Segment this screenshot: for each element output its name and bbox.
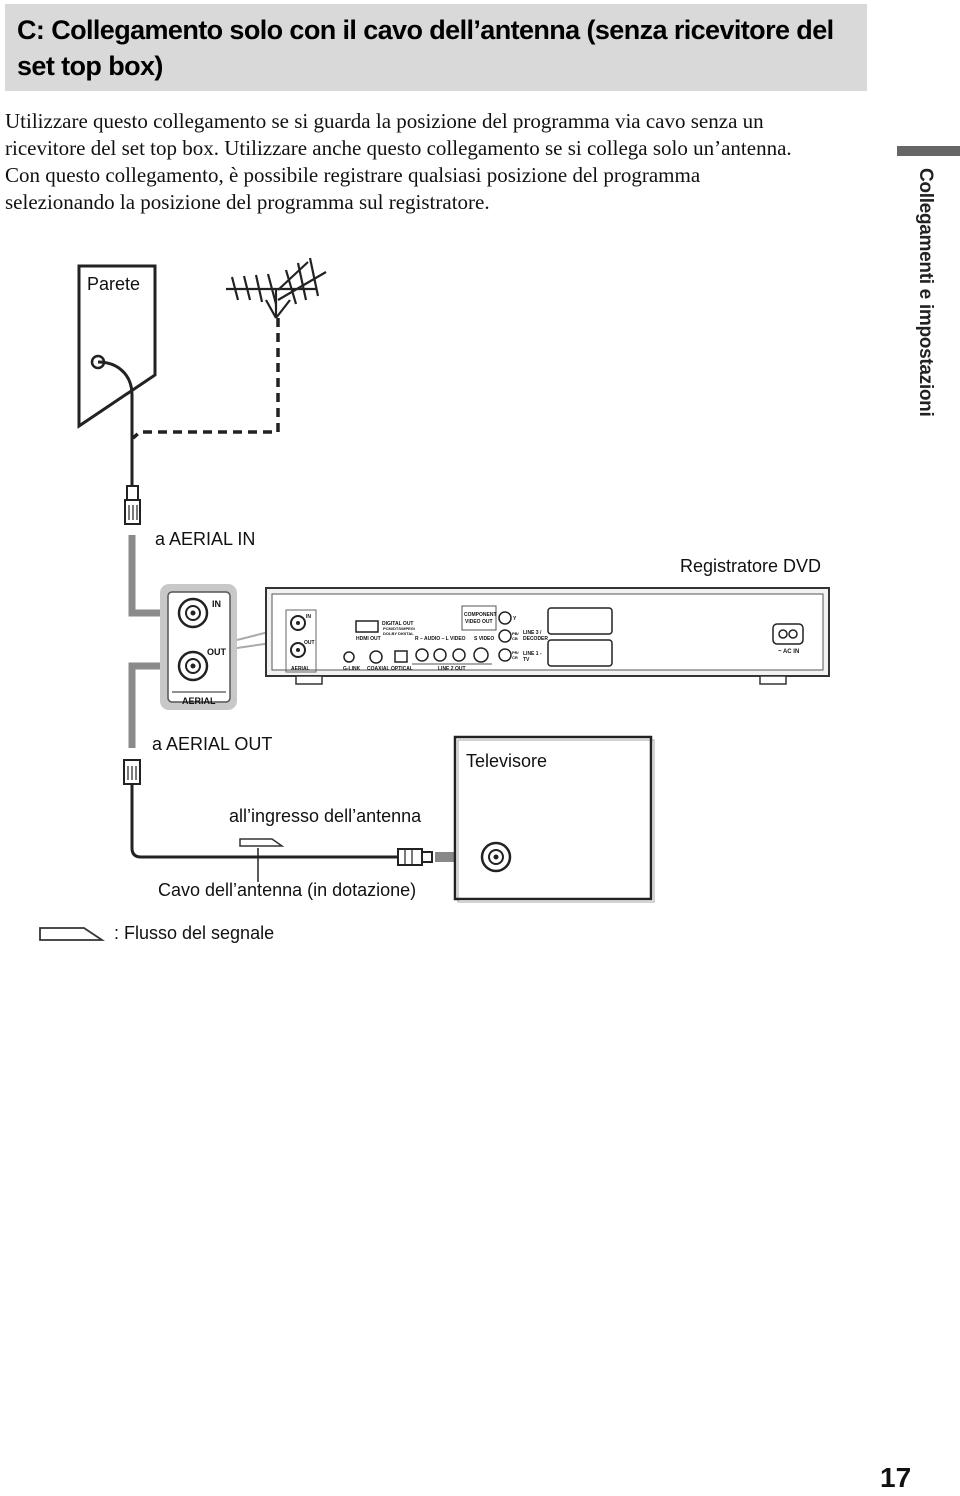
section-side-label: Collegamenti e impostazioni <box>915 168 936 417</box>
intro-line-3: Con questo collegamento, è possibile reg… <box>5 163 701 187</box>
svg-text:S VIDEO: S VIDEO <box>474 636 494 642</box>
svg-text:DOLBY DIGITAL: DOLBY DIGITAL <box>383 631 414 636</box>
wall-label: Parete <box>87 274 141 294</box>
aerial-panel-zoom: IN OUT AERIAL <box>160 584 237 710</box>
section-heading: C: Collegamento solo con il cavo dell’an… <box>5 4 867 91</box>
svg-text:~ AC IN: ~ AC IN <box>778 649 799 655</box>
svg-text:PCM/DTS/MPEG/: PCM/DTS/MPEG/ <box>383 626 416 631</box>
svg-text:LINE 3 /: LINE 3 / <box>523 630 542 636</box>
television-box <box>453 735 655 903</box>
aerial-out-label: a AERIAL OUT <box>152 734 273 754</box>
svg-text:TV: TV <box>523 657 530 663</box>
svg-text:AERIAL: AERIAL <box>291 666 310 672</box>
svg-text:LINE 1 -: LINE 1 - <box>523 651 542 657</box>
recorder-label: Registratore DVD <box>680 556 822 576</box>
svg-text:OUT: OUT <box>304 640 315 646</box>
antenna-input-label: all’ingresso dell’antenna <box>229 806 422 826</box>
svg-text:DIGITAL OUT: DIGITAL OUT <box>382 621 413 627</box>
antenna-cable <box>130 784 398 859</box>
panel-out-text: OUT <box>207 647 227 657</box>
antenna-icon <box>226 257 327 319</box>
tv-plug-icon <box>397 848 433 866</box>
aerial-plug-bottom-icon <box>123 759 141 785</box>
svg-text:PB/: PB/ <box>512 631 520 636</box>
section-tab-marker <box>897 146 960 156</box>
svg-text:OPTICAL: OPTICAL <box>391 666 413 672</box>
dvd-recorder-rear-panel: IN OUT AERIAL HDMI OUT DIGITAL OUT PCM/D… <box>265 587 830 685</box>
aerial-in-label: a AERIAL IN <box>155 529 256 549</box>
svg-text:G-LINK: G-LINK <box>343 666 361 672</box>
svg-text:COAXIAL: COAXIAL <box>367 666 390 672</box>
intro-line-2: ricevitore del set top box. Utilizzare a… <box>5 136 792 160</box>
svg-text:PR/: PR/ <box>512 650 520 655</box>
signal-flow-arrow-icon <box>239 838 285 847</box>
tv-label: Televisore <box>466 751 548 771</box>
svg-text:DECODER: DECODER <box>523 636 548 642</box>
svg-text:HDMI OUT: HDMI OUT <box>356 636 381 642</box>
intro-paragraph: Utilizzare questo collegamento se si gua… <box>5 108 875 216</box>
wall-cable <box>97 360 134 485</box>
legend-label: : Flusso del segnale <box>114 923 275 943</box>
intro-line-4: selezionando la posizione del programma … <box>5 190 490 214</box>
aerial-plug-top-icon <box>124 485 141 525</box>
svg-text:CR: CR <box>512 655 518 660</box>
svg-text:Y: Y <box>513 616 517 622</box>
svg-text:IN: IN <box>306 614 311 620</box>
svg-text:VIDEO: VIDEO <box>450 636 466 642</box>
svg-text:COMPONENT: COMPONENT <box>464 612 497 618</box>
intro-line-1: Utilizzare questo collegamento se si gua… <box>5 109 764 133</box>
cable-label: Cavo dell’antenna (in dotazione) <box>158 880 417 900</box>
legend-signal-flow-icon <box>39 927 105 941</box>
svg-text:LINE 2 OUT: LINE 2 OUT <box>438 666 466 672</box>
heading-line-1: C: Collegamento solo con il cavo dell’an… <box>17 15 834 45</box>
panel-in-text: IN <box>212 599 221 609</box>
svg-text:R – AUDIO – L: R – AUDIO – L <box>415 636 449 642</box>
page-number: 17 <box>880 1462 912 1493</box>
panel-aerial-text: AERIAL <box>182 696 216 706</box>
heading-line-2: set top box) <box>17 51 163 81</box>
connection-diagram: IN OUT AERIAL IN OUT AERIAL HDMI OUT DIG… <box>39 257 830 941</box>
svg-text:CB: CB <box>512 636 518 641</box>
wall-illustration <box>77 264 157 429</box>
svg-text:VIDEO OUT: VIDEO OUT <box>465 619 493 625</box>
antenna-cable-dashed <box>131 318 280 440</box>
